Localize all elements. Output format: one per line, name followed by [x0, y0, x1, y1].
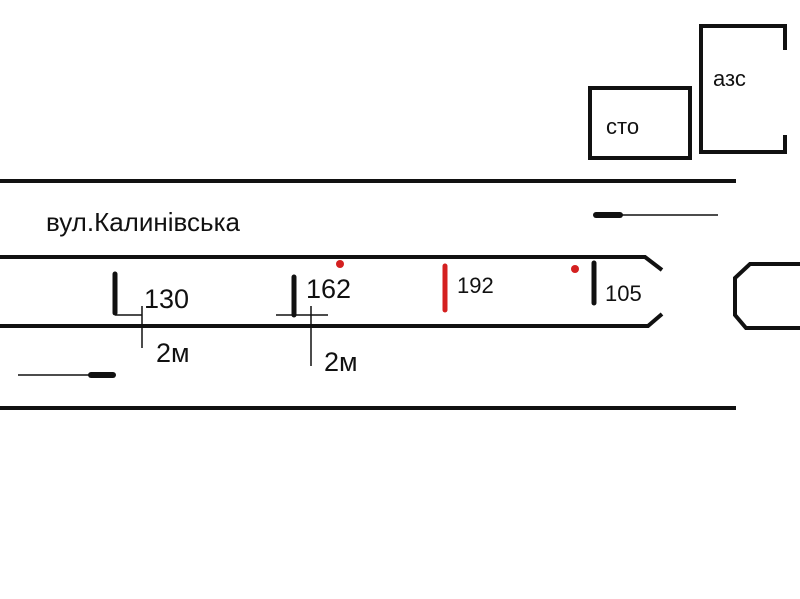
street-name: вул.Калинівська [46, 207, 241, 237]
distance-label-1: 2м [156, 338, 190, 368]
direction-arrow-upper-head [593, 212, 623, 218]
dimension-162 [276, 306, 328, 366]
direction-arrow-lower-head [88, 372, 116, 378]
marker-label-192: 192 [457, 273, 494, 298]
marker-label-162: 162 [306, 274, 351, 304]
red-dot-1 [336, 260, 344, 268]
gas-station-box [699, 24, 787, 154]
dimension-130 [115, 306, 143, 348]
distance-label-2: 2м [324, 347, 358, 377]
gas-station-label: азс [713, 66, 746, 91]
median-island-right [733, 262, 800, 330]
service-station-label: сто [606, 114, 639, 139]
marker-label-130: 130 [144, 284, 189, 314]
red-dot-2 [571, 265, 579, 273]
marker-label-105: 105 [605, 281, 642, 306]
median-island [0, 255, 664, 328]
service-station-box [588, 86, 692, 160]
